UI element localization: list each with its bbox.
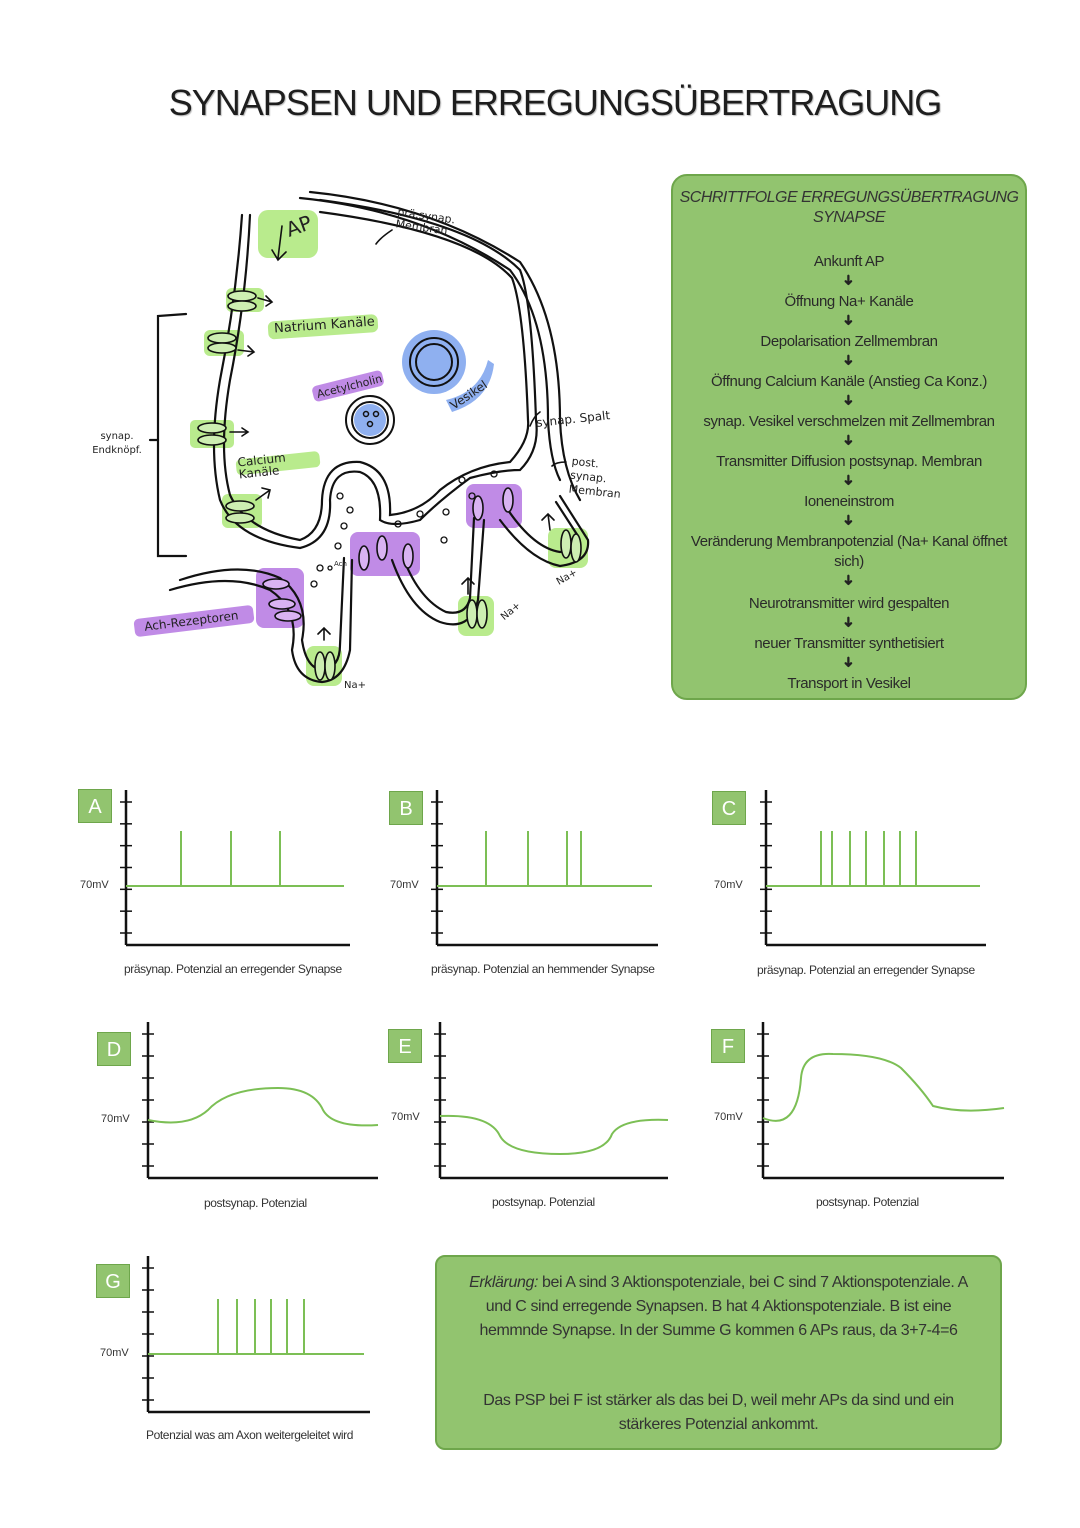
- synap-endknopf-label: synap. Endknöpf.: [92, 431, 142, 456]
- step-item: Depolarisation Zellmembran: [760, 333, 938, 350]
- graph-mv-label: 70mV: [390, 879, 419, 891]
- synapse-diagram: [133, 190, 590, 686]
- graph-letter-f: F: [711, 1029, 745, 1063]
- graph-letter-a: A: [78, 789, 112, 823]
- step-item: synap. Vesikel verschmelzen mit Zellmemb…: [703, 413, 995, 430]
- graph-caption: präsynap. Potenzial an erregender Synaps…: [124, 962, 342, 976]
- graph-mv-label: 70mV: [101, 1113, 130, 1125]
- ach-label: Ach: [334, 560, 347, 568]
- explanation-paragraph-2: Das PSP bei F ist stärker als das bei D,…: [483, 1392, 954, 1433]
- graph-mv-label: 70mV: [391, 1111, 420, 1123]
- graph-curve: [147, 1086, 379, 1127]
- step-item: Öffnung Na+ Kanäle: [784, 293, 914, 310]
- graph-mv-label: 70mV: [714, 879, 743, 891]
- graph-letter-e: E: [388, 1029, 422, 1063]
- step-item: Ankunft AP: [813, 253, 885, 270]
- graph-caption: Potenzial was am Axon weitergeleitet wir…: [146, 1428, 354, 1442]
- graph-curve: [762, 1052, 1005, 1122]
- graph-caption: postsynap. Potenzial: [816, 1195, 919, 1209]
- explanation-paragraph-1: Erklärung: bei A sind 3 Aktionspotenzial…: [461, 1271, 976, 1343]
- steps-box: SCHRITTFOLGE ERREGUNGSÜBERTRAGUNG SYNAPS…: [671, 174, 1027, 700]
- graph-letter-d: D: [97, 1032, 131, 1066]
- graph-letter-c: C: [712, 791, 746, 825]
- step-item: Neurotransmitter wird gespalten: [748, 595, 950, 612]
- graph-caption: postsynap. Potenzial: [492, 1195, 595, 1209]
- step-item: Veränderung Membranpotenzial (Na+ Kanal …: [690, 533, 1008, 570]
- step-item: neuer Transmitter synthetisiert: [754, 635, 944, 652]
- graph-caption: postsynap. Potenzial: [204, 1196, 307, 1210]
- page-title: SYNAPSEN UND ERREGUNGSÜBERTRAGUNG: [168, 82, 942, 123]
- na-label-1: Na+: [344, 680, 366, 691]
- step-item: Transport in Vesikel: [787, 675, 911, 692]
- steps-title: SCHRITTFOLGE ERREGUNGSÜBERTRAGUNG SYNAPS…: [673, 188, 1025, 228]
- graph-caption: präsynap. Potenzial an hemmender Synapse: [431, 962, 655, 976]
- graph-letter-b: B: [389, 791, 423, 825]
- step-item: Ioneneinstrom: [804, 493, 894, 510]
- graph-letter-g: G: [96, 1264, 130, 1298]
- graph-curve: [439, 1114, 669, 1156]
- steps-title-line1: SCHRITTFOLGE ERREGUNGSÜBERTRAGUNG: [679, 189, 1019, 206]
- graph-mv-label: 70mV: [100, 1347, 129, 1359]
- graph-caption: präsynap. Potenzial an erregender Synaps…: [757, 963, 975, 977]
- step-item: Transmitter Diffusion postsynap. Membran: [716, 453, 982, 470]
- explanation-box: Erklärung: bei A sind 3 Aktionspotenzial…: [435, 1255, 1002, 1450]
- graph-mv-label: 70mV: [714, 1111, 743, 1123]
- explanation-text-1: bei A sind 3 Aktionspotenziale, bei C si…: [479, 1274, 968, 1339]
- graph-mv-label: 70mV: [80, 879, 109, 891]
- step-item: Öffnung Calcium Kanäle (Anstieg Ca Konz.…: [711, 373, 987, 390]
- explanation-label: Erklärung:: [469, 1274, 538, 1291]
- steps-title-line2: SYNAPSE: [812, 209, 886, 226]
